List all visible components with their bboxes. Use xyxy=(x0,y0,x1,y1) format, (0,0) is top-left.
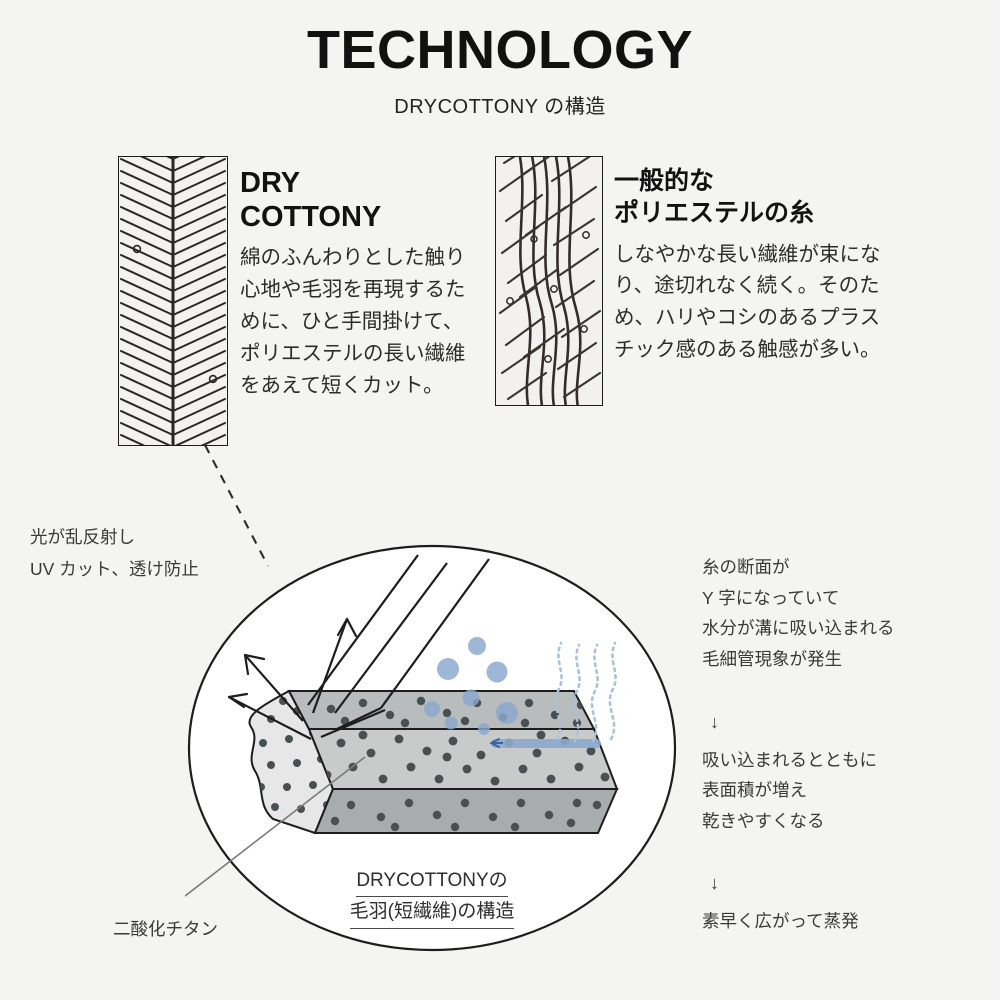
water-absorption-arrow xyxy=(490,738,601,748)
flow-step-1-line-4: 毛細管現象が発生 xyxy=(702,648,842,669)
light-ray-arrows xyxy=(227,554,490,740)
standard-polyester-fiber-photo xyxy=(495,156,603,406)
fiber-front-face xyxy=(307,728,619,790)
flow-arrow-2: ↓ xyxy=(710,873,719,894)
diagram-caption: DRYCOTTONYの 毛羽(短繊維)の構造 xyxy=(300,866,564,929)
diagram-caption-line2: 毛羽(短繊維)の構造 xyxy=(349,897,515,929)
flow-step-3-line-1: 素早く広がって蒸発 xyxy=(702,911,859,932)
water-droplets xyxy=(424,637,518,735)
page-header: TECHNOLOGY DRYCOTTONY の構造 xyxy=(0,22,1000,119)
titanium-dioxide-label: 二酸化チタン xyxy=(113,919,218,939)
titanium-dioxide-leader-line xyxy=(185,756,366,898)
moisture-flow-annotations: 糸の断面が Y 字になっていて 水分が溝に吸い込まれる 毛細管現象が発生 ↓ 吸… xyxy=(702,552,952,937)
evaporation-lines xyxy=(554,641,617,743)
dry-cottony-body: 綿のふんわりとした触り心地や毛羽を再現するために、ひと手間掛けて、ポリエステルの… xyxy=(240,246,466,398)
fiber-bottom-face xyxy=(313,788,619,834)
dry-cottony-heading: DRY COTTONY xyxy=(240,166,482,234)
fiber-cross-section-diagram xyxy=(185,543,679,953)
diagram-caption-line1: DRYCOTTONYの xyxy=(356,866,508,898)
flow-step-2-line-3: 乾きやすくなる xyxy=(702,810,825,831)
page-subtitle: DRYCOTTONY の構造 xyxy=(394,95,606,118)
polyester-heading: 一般的な ポリエステルの糸 xyxy=(614,166,882,230)
front-face-particles xyxy=(322,730,610,786)
dry-cottony-text-column: DRY COTTONY 綿のふんわりとした触り心地や毛羽を再現するために、ひと手… xyxy=(240,166,482,402)
uv-annotation-line2: UV カット、透け防止 xyxy=(30,559,199,580)
flow-arrow-1: ↓ xyxy=(710,711,719,732)
flow-step-2-line-2: 表面積が増え xyxy=(702,780,807,801)
page-title: TECHNOLOGY xyxy=(306,20,693,80)
uv-annotation-line1: 光が乱反射し xyxy=(30,527,135,547)
flow-step-2: 吸い込まれるとともに 表面積が増え 乾きやすくなる xyxy=(702,745,952,837)
polyester-text-column: 一般的な ポリエステルの糸 しなやかな長い繊維が束になり、途切れなく続く。そのた… xyxy=(614,166,882,366)
polyester-body: しなやかな長い繊維が束になり、途切れなく続く。そのため、ハリやコシのあるプラスチ… xyxy=(614,242,881,362)
dry-cottony-heading-line1: DRY xyxy=(240,167,301,199)
flow-step-1-line-2: Y 字になっていて xyxy=(702,587,840,608)
dry-cottony-heading-line2: COTTONY xyxy=(240,201,382,234)
uv-annotation: 光が乱反射し UV カット、透け防止 xyxy=(30,521,199,586)
flow-step-1-line-3: 水分が溝に吸い込まれる xyxy=(702,618,895,639)
polyester-heading-line1: 一般的な xyxy=(614,167,715,195)
polyester-heading-line2: ポリエステルの糸 xyxy=(614,198,815,227)
bottom-face-particles xyxy=(330,798,602,832)
flow-step-2-line-1: 吸い込まれるとともに xyxy=(702,749,877,770)
flow-step-3: 素早く広がって蒸発 xyxy=(702,906,952,937)
dry-cottony-fiber-photo xyxy=(118,156,228,446)
flow-step-1-line-1: 糸の断面が xyxy=(702,557,790,577)
flow-step-1: 糸の断面が Y 字になっていて 水分が溝に吸い込まれる 毛細管現象が発生 xyxy=(702,552,952,675)
